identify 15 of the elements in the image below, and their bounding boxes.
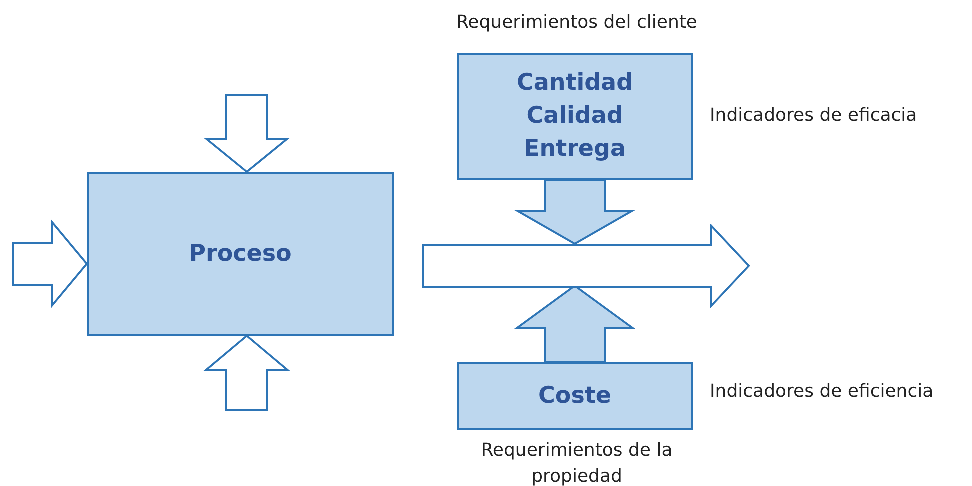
box-label: Entrega [524,135,626,164]
block-arrow [204,334,290,411]
box-label: Cantidad [516,69,634,98]
block-arrow [204,94,290,174]
block-arrow [514,179,636,246]
indicator-label: Indicadores de eficacia [710,105,918,126]
heading-text: Requerimientos de la propiedad [480,439,674,486]
block-arrow [422,224,752,308]
box-label: Coste [538,382,612,410]
block-arrow [12,219,88,309]
heading-text: Requerimientos del cliente [455,11,698,35]
box-label: Calidad [526,102,624,131]
process-box [87,172,394,336]
indicator-label: Indicadores de eficiencia [710,381,934,402]
box-label: Proceso [189,240,292,268]
